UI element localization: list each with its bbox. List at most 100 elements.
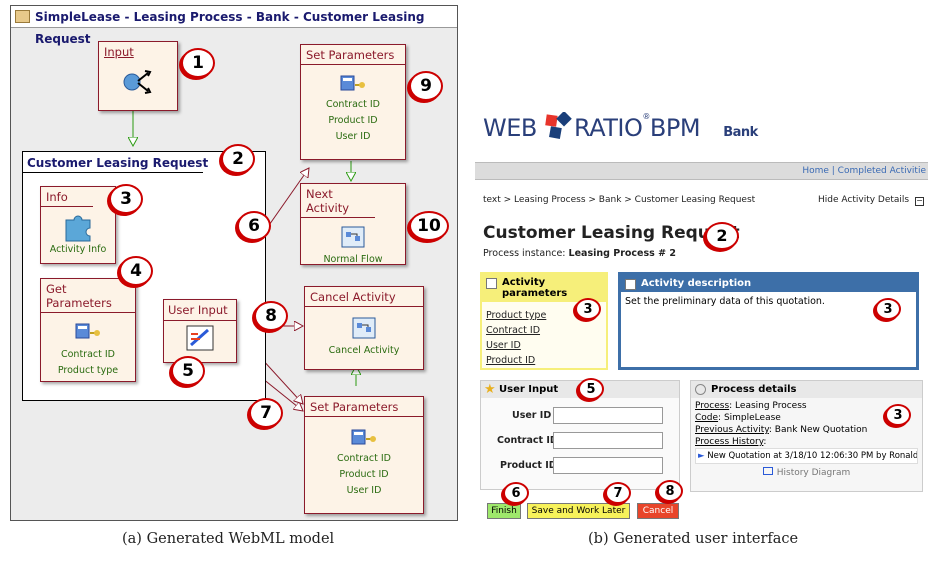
- param-product-type[interactable]: Product type: [486, 310, 547, 321]
- product-id-label: Product ID: [500, 460, 557, 471]
- user-id-label: User ID: [512, 410, 552, 421]
- nav-links[interactable]: Home | Completed Activitie: [802, 166, 926, 176]
- process-instance-value: Leasing Process # 2: [568, 248, 676, 259]
- callout-3-description: 3: [875, 298, 901, 320]
- input-unit-title: Input: [104, 45, 134, 59]
- callout-9: 9: [409, 71, 443, 101]
- process-label: Process: [695, 401, 730, 411]
- user-input-unit[interactable]: User Input: [163, 299, 237, 363]
- flow-icon: [305, 317, 423, 339]
- product-id-input[interactable]: [553, 457, 663, 474]
- callout-2-ui: 2: [705, 222, 739, 250]
- set-parameters-bottom-title: Set Parameters: [305, 397, 423, 417]
- parameters-icon: [305, 429, 423, 447]
- field-product-id: Product ID: [328, 115, 378, 126]
- process-details-title: Process details: [711, 384, 797, 395]
- project-icon: [15, 10, 30, 23]
- callout-4: 4: [119, 256, 153, 286]
- collapse-icon: −: [915, 196, 924, 206]
- activity-parameters-header: Activity parameters: [482, 274, 606, 302]
- code-value: : SimpleLease: [718, 413, 781, 423]
- logo-subtitle: Bank: [723, 125, 758, 140]
- process-details-header: Process details: [691, 381, 922, 398]
- field-product-type: Product type: [57, 365, 119, 376]
- get-parameters-unit[interactable]: Get Parameters Contract ID Product type: [40, 278, 136, 382]
- user-input-title: User Input: [499, 384, 559, 395]
- process-instance: Process instance: Leasing Process # 2: [483, 248, 676, 259]
- callout-10: 10: [409, 211, 449, 241]
- callout-3-details: 3: [885, 404, 911, 426]
- history-item[interactable]: ► New Quotation at 3/18/10 12:06:30 PM b…: [695, 448, 918, 464]
- next-activity-label: Normal Flow: [323, 254, 383, 265]
- process-value: : Leasing Process: [729, 401, 807, 411]
- cancel-activity-unit[interactable]: Cancel Activity Cancel Activity: [304, 286, 424, 370]
- user-id-row: User ID: [512, 407, 663, 424]
- star-icon: ★: [484, 382, 496, 397]
- next-activity-unit[interactable]: Next Activity Normal Flow: [300, 183, 406, 265]
- previous-activity-value: : Bank New Quotation: [768, 425, 868, 435]
- set-parameters-top-title: Set Parameters: [301, 45, 405, 65]
- field-contract-id: Contract ID: [60, 349, 115, 360]
- contract-id-row: Contract ID: [497, 432, 663, 449]
- webratio-logo: WEB RATIO®BPM Bank: [483, 110, 758, 142]
- hide-details-toggle[interactable]: Hide Activity Details −: [818, 195, 924, 206]
- model-title-bar: SimpleLease - Leasing Process - Bank - C…: [11, 6, 457, 46]
- parameters-icon: [301, 75, 405, 93]
- activity-description-box: Activity description Set the preliminary…: [618, 272, 919, 370]
- caption-left: (a) Generated WebML model: [122, 531, 335, 547]
- cancel-button[interactable]: Cancel: [637, 503, 679, 519]
- contract-id-input[interactable]: [553, 432, 663, 449]
- set-parameters-unit-top[interactable]: Set Parameters Contract ID Product ID Us…: [300, 44, 406, 160]
- activity-description-text: Set the preliminary data of this quotati…: [625, 296, 825, 307]
- webml-model-panel: SimpleLease - Leasing Process - Bank - C…: [10, 5, 458, 521]
- process-history-line: Process History:: [695, 437, 767, 447]
- history-diagram-link[interactable]: History Diagram: [695, 467, 918, 479]
- activity-parameters-box: Activity parameters Product type Contrac…: [480, 272, 608, 370]
- code-label: Code: [695, 413, 719, 423]
- callout-7: 7: [249, 398, 283, 428]
- callout-6-ui: 6: [503, 482, 529, 504]
- activity-description-header: Activity description: [621, 275, 916, 292]
- area-title: Customer Leasing Request: [27, 156, 209, 170]
- top-nav-bar[interactable]: Home | Completed Activitie: [475, 162, 928, 180]
- flow-icon: [301, 226, 405, 248]
- breadcrumb[interactable]: text > Leasing Process > Bank > Customer…: [483, 195, 756, 205]
- product-id-row: Product ID: [500, 457, 663, 474]
- link-user-setparams3: [260, 357, 303, 404]
- logo-ratio: RATIO: [574, 114, 643, 142]
- param-contract-id[interactable]: Contract ID: [486, 325, 541, 336]
- field-user-id: User ID: [346, 485, 382, 496]
- input-unit[interactable]: Input: [98, 41, 178, 111]
- finish-button[interactable]: Finish: [487, 503, 521, 519]
- code-line: Code: SimpleLease: [695, 412, 918, 424]
- cancel-activity-label: Cancel Activity: [328, 345, 400, 356]
- activity-description-title: Activity description: [641, 278, 752, 289]
- field-user-id: User ID: [335, 131, 371, 142]
- logo-web: WEB: [483, 114, 537, 142]
- info-unit[interactable]: Info Activity Info: [40, 186, 116, 264]
- field-product-id: Product ID: [339, 469, 389, 480]
- field-contract-id: Contract ID: [336, 453, 391, 464]
- callout-2: 2: [221, 144, 255, 174]
- param-product-id[interactable]: Product ID: [486, 355, 536, 366]
- set-parameters-unit-bottom[interactable]: Set Parameters Contract ID Product ID Us…: [304, 396, 424, 514]
- caption-right: (b) Generated user interface: [588, 531, 799, 547]
- hide-details-label: Hide Activity Details: [818, 195, 910, 205]
- field-contract-id: Contract ID: [325, 99, 380, 110]
- callout-8-ui: 8: [657, 480, 683, 502]
- process-history-label: Process History: [695, 437, 764, 447]
- save-work-later-button[interactable]: Save and Work Later: [527, 503, 630, 519]
- param-user-id[interactable]: User ID: [486, 340, 521, 351]
- callout-5-ui: 5: [578, 378, 604, 400]
- parameters-icon: [41, 323, 135, 341]
- history-diagram-label: History Diagram: [776, 468, 851, 478]
- callout-5: 5: [171, 356, 205, 386]
- arrow-right-icon: ►: [698, 451, 705, 461]
- previous-activity-line: Previous Activity: Bank New Quotation: [695, 424, 918, 436]
- puzzle-icon: [41, 212, 115, 242]
- user-id-input[interactable]: [553, 407, 663, 424]
- box-toggle-icon: [625, 279, 636, 290]
- info-unit-title: Info: [41, 187, 93, 207]
- callout-6: 6: [237, 211, 271, 241]
- get-parameters-title: Get Parameters: [41, 279, 135, 313]
